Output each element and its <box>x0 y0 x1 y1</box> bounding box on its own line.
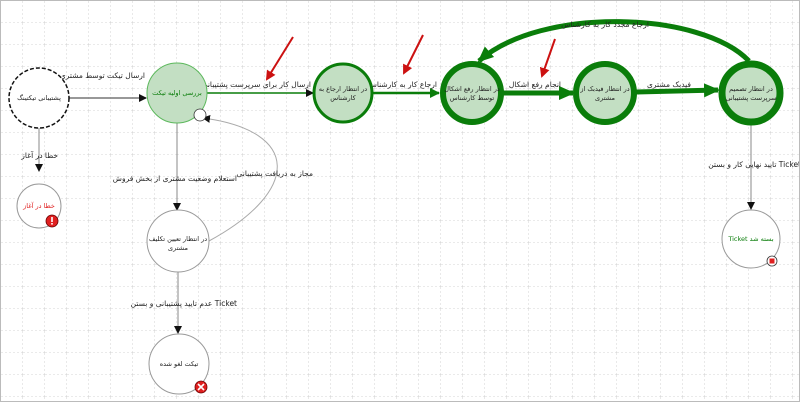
svg-text:سرپرست پشتیبانی: سرپرست پشتیبانی <box>725 94 776 102</box>
svg-text:مشتری: مشتری <box>168 244 188 252</box>
edge-label: ارسال تیکت توسط مشتری <box>60 71 145 80</box>
node-initial-review[interactable]: بررسی اولیه تیکت <box>146 62 208 124</box>
edge-allowed[interactable]: مجاز به دریافت پشتیبانی <box>202 114 313 242</box>
annotation-arrow-icon <box>539 38 556 78</box>
edge-label: خطا در آغاز <box>20 150 58 160</box>
stop-icon <box>766 255 778 267</box>
edge-label: ارسال کار برای سرپرست پشتیبانی <box>202 80 311 89</box>
error-icon <box>45 214 59 228</box>
node-wait-feedback[interactable]: در انتظار فیدبک از مشتری <box>573 61 637 125</box>
edge-submit[interactable]: ارسال تیکت توسط مشتری <box>60 71 147 102</box>
edge-final-close[interactable]: تایید نهایی کار و بستن Ticket <box>708 125 800 210</box>
svg-text:در انتظار رفع اشکال: در انتظار رفع اشکال <box>444 85 500 93</box>
svg-text:خطا در آغاز: خطا در آغاز <box>22 201 55 210</box>
cancel-icon <box>194 380 208 394</box>
node-error[interactable]: خطا در آغاز <box>16 183 62 229</box>
annotation-arrow-icon <box>265 36 294 81</box>
node-start[interactable]: پشتیبانی تیکتینگ <box>8 67 70 129</box>
svg-text:در انتظار ارجاع به: در انتظار ارجاع به <box>319 85 367 93</box>
node-wait-fix[interactable]: در انتظار رفع اشکال توسط کارشناس <box>440 61 504 125</box>
svg-text:در انتظار تصمیم: در انتظار تصمیم <box>729 85 773 93</box>
svg-text:تیکت لغو شده: تیکت لغو شده <box>160 360 199 368</box>
edge-fix[interactable]: انجام رفع اشکال <box>503 80 575 100</box>
edge-assign[interactable]: ارجاع کار به کارشناس <box>368 80 440 98</box>
svg-text:پشتیبانی تیکتینگ: پشتیبانی تیکتینگ <box>17 94 61 102</box>
svg-text:توسط کارشناس: توسط کارشناس <box>450 94 495 102</box>
edge-label: استعلام وضعیت مشتری از بخش فروش <box>113 174 237 183</box>
edge-feedback[interactable]: فیدبک مشتری <box>635 80 720 98</box>
edge-label: انجام رفع اشکال <box>509 80 561 89</box>
edge-label: ارجاع کار به کارشناس <box>368 80 437 89</box>
edge-start-error[interactable]: خطا در آغاز <box>20 128 58 172</box>
svg-text:در انتظار تعیین تکلیف: در انتظار تعیین تکلیف <box>149 235 207 243</box>
edge-inquiry[interactable]: استعلام وضعیت مشتری از بخش فروش <box>113 123 237 211</box>
edge-to-supervisor[interactable]: ارسال کار برای سرپرست پشتیبانی <box>202 80 314 97</box>
node-closed[interactable]: Ticket بسته شد <box>721 209 781 269</box>
node-cancelled[interactable]: تیکت لغو شده <box>148 333 210 395</box>
svg-text:کارشناس: کارشناس <box>330 94 356 102</box>
node-wait-assign[interactable]: در انتظار ارجاع به کارشناس <box>312 62 374 124</box>
annotation-arrow-icon <box>403 34 424 75</box>
edge-label: ارجاع مجدد کار به کارشناس <box>561 20 649 29</box>
svg-text:مشتری: مشتری <box>595 94 615 102</box>
edge-reassign[interactable]: ارجاع مجدد کار به کارشناس <box>477 19 751 63</box>
edge-label: تایید نهایی کار و بستن Ticket <box>708 160 800 169</box>
edge-label: مجاز به دریافت پشتیبانی <box>236 169 313 178</box>
node-wait-customer[interactable]: در انتظار تعیین تکلیف مشتری <box>146 209 210 273</box>
status-indicator-icon <box>193 108 207 122</box>
svg-text:Ticket بسته شد: Ticket بسته شد <box>727 235 773 243</box>
edge-reject[interactable]: عدم تایید پشتیبانی و بستن Ticket <box>131 272 237 334</box>
svg-text:بررسی اولیه تیکت: بررسی اولیه تیکت <box>152 89 202 97</box>
node-wait-decision[interactable]: در انتظار تصمیم سرپرست پشتیبانی <box>718 60 784 126</box>
svg-text:در انتظار فیدبک از: در انتظار فیدبک از <box>579 85 629 93</box>
edge-label: فیدبک مشتری <box>647 80 691 89</box>
edge-label: عدم تایید پشتیبانی و بستن Ticket <box>131 299 237 308</box>
